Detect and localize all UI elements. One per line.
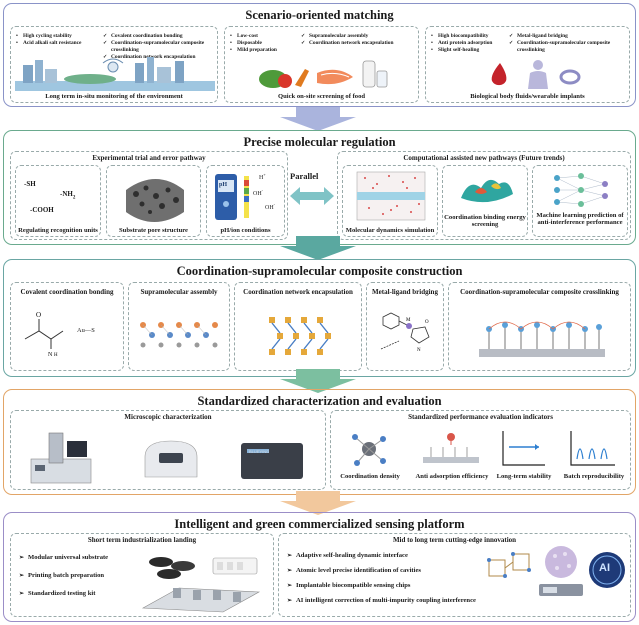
property-list: High biocompatibility Anti protein adsor… xyxy=(431,33,507,54)
scenario-card-environment: High cycling stability Acid alkali salt … xyxy=(10,26,218,103)
section-title: Standardized characterization and evalua… xyxy=(197,394,442,408)
ph-meter-icon xyxy=(215,174,237,220)
md-simulation-image xyxy=(356,171,426,221)
analyzer-instrument-image xyxy=(241,443,303,479)
metal-ligand-structure-image: M O N xyxy=(380,312,430,353)
crosslinking-structure-image xyxy=(479,321,605,357)
computational-pathway-panel: Computational assisted new pathways (Fut… xyxy=(337,151,631,240)
list-item: Atomic level precise identification of c… xyxy=(287,565,487,577)
energy-surface-image xyxy=(461,179,513,203)
section-title: Scenario-oriented matching xyxy=(245,8,394,22)
down-arrow xyxy=(280,107,356,131)
instrument-brand-label: BLUEYING xyxy=(249,449,270,454)
au-s-bond-label: Au—S xyxy=(77,327,95,334)
electron-microscope-image xyxy=(30,432,92,484)
body-implant-illustration xyxy=(491,60,581,89)
anti-adsorption-icon xyxy=(423,433,479,463)
section-characterization: Standardized characterization and evalua… xyxy=(3,389,636,495)
innovation-illustration xyxy=(487,546,625,596)
property-list: High cycling stability Acid alkali salt … xyxy=(16,33,101,47)
down-arrow xyxy=(280,491,356,515)
network-encapsulation-card: Coordination network encapsulation xyxy=(234,282,362,371)
ph-conditions-card: pH H+ OH- OH- pH/ion conditions xyxy=(206,165,285,237)
long-term-panel: Mid to long term cutting-edge innovation… xyxy=(278,533,631,617)
panel-subtitle: Standardized performance evaluation indi… xyxy=(408,413,553,421)
ml-prediction-card: Machine learning prediction of anti-inte… xyxy=(532,165,628,237)
strategy-list: Supramolecular assembly Coordination net… xyxy=(301,33,417,47)
long-term-stability-graph-icon xyxy=(502,431,545,466)
metal-ligand-card: Metal-ligand bridging M O N xyxy=(366,282,444,371)
section-title: Intelligent and green commercialized sen… xyxy=(174,517,465,531)
recognition-units-card: -SH -NH2 -COOH Regulating recognition un… xyxy=(15,165,101,237)
neural-network-icon xyxy=(554,173,608,207)
list-item: Modular universal substrate xyxy=(19,552,139,564)
network-lattice-image xyxy=(269,317,331,355)
city-skyline-illustration xyxy=(15,57,215,91)
panel-subtitle: Mid to long term cutting-edge innovation xyxy=(392,536,517,544)
scenario-card-food: Low-cost Disposable Mild preparation Sup… xyxy=(224,26,419,103)
experimental-pathway-panel: Experimental trial and error pathway -SH… xyxy=(10,151,288,240)
covalent-bonding-card: Covalent coordination bonding O N H Au—S xyxy=(10,282,124,371)
supramolecular-structure-image xyxy=(140,322,218,348)
parallel-label: Parallel xyxy=(290,171,319,181)
atom-label: O xyxy=(425,320,429,325)
short-term-list: Modular universal substrate Printing bat… xyxy=(19,552,139,600)
card-caption: Machine learning prediction of anti-inte… xyxy=(536,212,624,226)
scenario-caption: Long term in-situ monitoring of the envi… xyxy=(45,93,183,100)
covalent-structure-image: O N H xyxy=(24,311,64,358)
microscopic-characterization-panel: Microscopic characterization BLUEYING xyxy=(10,410,326,490)
card-caption: pH/ion conditions xyxy=(220,227,271,234)
section-title: Precise molecular regulation xyxy=(243,135,396,149)
panel-subtitle: Experimental trial and error pathway xyxy=(92,154,206,162)
atom-label: H xyxy=(54,353,58,358)
production-illustration xyxy=(141,557,261,613)
scenario-caption: Quick on-site screening of food xyxy=(277,93,366,100)
card-caption: Regulating recognition units xyxy=(18,227,98,234)
atom-label: N xyxy=(417,348,421,353)
strategy-list: Metal-ligand bridging Coordination-supra… xyxy=(509,33,629,54)
binding-energy-card: Coordination binding energy screening xyxy=(442,165,528,237)
card-caption: Molecular dynamics simulation xyxy=(345,227,435,234)
down-arrow xyxy=(280,236,356,260)
double-arrow-icon xyxy=(290,187,334,205)
ai-logo-label: AI xyxy=(599,562,610,574)
card-caption: Substrate pore structure xyxy=(119,227,188,234)
composite-crosslinking-card: Coordination-supramolecular composite cr… xyxy=(448,282,631,371)
ph-meter-label: pH xyxy=(219,182,228,188)
atom-label: O xyxy=(36,311,41,319)
panel-subtitle: Short term industrialization landing xyxy=(87,536,197,544)
section-commercial-platform: Intelligent and green commercialized sen… xyxy=(3,512,636,622)
ph-strip-icon xyxy=(244,176,249,218)
section-title: Coordination-supramolecular composite co… xyxy=(176,264,463,278)
evaluation-indicators-panel: Standardized performance evaluation indi… xyxy=(330,410,631,490)
section-molecular-regulation: Precise molecular regulation Experimenta… xyxy=(3,130,636,245)
section-composite-construction: Coordination-supramolecular composite co… xyxy=(3,259,636,377)
list-item: Printing batch preparation xyxy=(19,570,139,582)
section-scenario-matching: Scenario-oriented matching High cycling … xyxy=(3,3,636,107)
md-simulation-card: Molecular dynamics simulation xyxy=(342,165,438,237)
list-item: Implantable biocompatible sensing chips xyxy=(287,580,487,592)
spectrometer-image xyxy=(144,440,198,478)
supramolecular-assembly-card: Supramolecular assembly xyxy=(128,282,230,371)
batch-reproducibility-graph-icon xyxy=(570,431,615,466)
property-list: Low-cost Disposable Mild preparation xyxy=(230,33,300,54)
list-item: AI intelligent correction of multi-impur… xyxy=(287,595,487,607)
coordination-density-icon xyxy=(352,434,386,466)
scenario-card-biological: High biocompatibility Anti protein adsor… xyxy=(425,26,630,103)
substrate-pore-card: Substrate pore structure xyxy=(106,165,201,237)
scenario-caption: Biological body fluids/wearable implants xyxy=(470,93,585,100)
food-illustration xyxy=(259,60,388,88)
atom-label: N xyxy=(48,352,53,358)
metal-label: M xyxy=(406,318,411,323)
long-term-list: Adaptive self-healing dynamic interface … xyxy=(287,550,487,607)
panel-subtitle: Microscopic characterization xyxy=(124,413,212,421)
panel-subtitle: Computational assisted new pathways (Fut… xyxy=(403,154,565,162)
down-arrow xyxy=(280,369,356,393)
card-caption: Coordination binding energy screening xyxy=(444,214,526,228)
list-item: Adaptive self-healing dynamic interface xyxy=(287,550,487,562)
list-item: Standardized testing kit xyxy=(19,588,139,600)
short-term-panel: Short term industrialization landing Mod… xyxy=(10,533,274,617)
porous-substrate-image xyxy=(126,179,184,222)
